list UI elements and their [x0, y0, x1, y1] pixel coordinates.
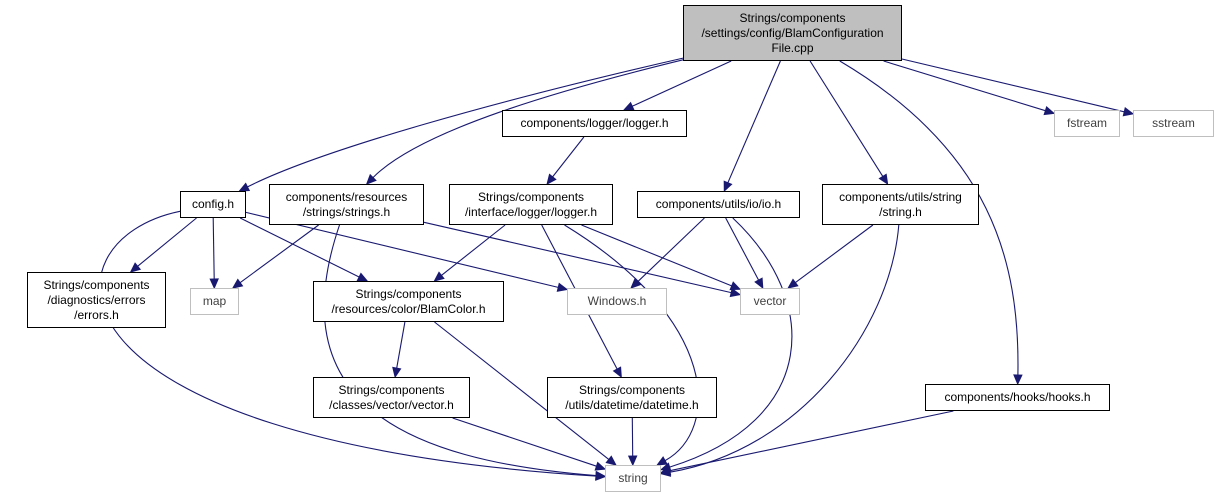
- arrowhead-logger_h-to-iface_logger_h: [546, 173, 557, 185]
- arrowhead-config_h-to-windows_h: [556, 282, 569, 292]
- edge-iface_logger_h-to-blamcolor_h: [441, 224, 506, 276]
- node-datetime-h[interactable]: Strings/components /utils/datetime/datet…: [547, 377, 717, 418]
- arrowhead-root-to-logger_h: [622, 101, 635, 111]
- node-blamcolor-h[interactable]: Strings/components /resources/color/Blam…: [313, 281, 504, 322]
- edge-root-to-hooks_h: [839, 60, 1019, 376]
- arrowhead-config_h-to-blamcolor_h: [356, 272, 369, 282]
- edge-logger_h-to-iface_logger_h: [552, 136, 585, 178]
- node-errors-h[interactable]: Strings/components /diagnostics/errors /…: [27, 272, 166, 328]
- node-vector-h[interactable]: Strings/components /classes/vector/vecto…: [313, 377, 470, 418]
- edge-string_h-to-string: [669, 224, 900, 473]
- arrowhead-root-to-sstream: [1122, 107, 1135, 117]
- edge-string_h-to-vector: [795, 224, 874, 284]
- edge-config_h-to-string: [99, 210, 597, 477]
- arrowhead-hooks_h-to-string: [659, 465, 672, 476]
- arrowhead-blamcolor_h-to-string: [605, 455, 617, 466]
- edge-root-to-config_h: [247, 57, 684, 188]
- node-fstream: fstream: [1054, 110, 1120, 137]
- edge-strings_h-to-map: [239, 224, 319, 284]
- edge-strings_h-to-string: [323, 224, 597, 477]
- edge-vector_h-to-string: [452, 417, 597, 467]
- edge-config_h-to-map: [212, 217, 215, 280]
- arrowhead-root-to-string_h: [878, 173, 889, 186]
- arrowhead-iface_logger_h-to-vector: [729, 281, 742, 291]
- node-vector: vector: [740, 288, 800, 315]
- arrowhead-strings_h-to-vector: [729, 287, 742, 298]
- edge-root-to-string_h: [809, 60, 884, 177]
- node-config-h[interactable]: config.h: [180, 191, 246, 218]
- edge-blamcolor_h-to-string: [434, 321, 610, 460]
- edge-io_h-to-vector: [725, 217, 760, 281]
- edge-config_h-to-errors_h: [137, 217, 197, 267]
- arrowhead-string_h-to-vector: [787, 278, 799, 289]
- arrowhead-vector_h-to-string: [594, 461, 607, 471]
- arrowhead-datetime_h-to-string: [627, 455, 638, 467]
- edge-io_h-to-string: [669, 217, 793, 468]
- arrowhead-root-to-hooks_h: [1013, 374, 1023, 386]
- arrowhead-iface_logger_h-to-blamcolor_h: [433, 271, 445, 282]
- edge-root-to-strings_h: [372, 59, 684, 178]
- edge-root-to-sstream: [901, 58, 1125, 113]
- edge-root-to-fstream: [883, 60, 1046, 112]
- node-string: string: [605, 465, 661, 492]
- edge-blamcolor_h-to-vector_h: [396, 321, 406, 369]
- node-interface-logger-h[interactable]: Strings/components /interface/logger/log…: [449, 184, 613, 225]
- node-root[interactable]: Strings/components /settings/config/Blam…: [683, 5, 902, 61]
- arrowhead-root-to-config_h: [238, 182, 251, 192]
- node-windows-h: Windows.h: [567, 288, 667, 315]
- arrowhead-strings_h-to-map: [231, 278, 244, 289]
- arrowhead-iface_logger_h-to-datetime_h: [612, 366, 622, 379]
- edge-iface_logger_h-to-vector: [581, 224, 732, 287]
- arrowhead-io_h-to-windows_h: [630, 277, 642, 289]
- arrowhead-iface_logger_h-to-string: [656, 456, 668, 466]
- edge-iface_logger_h-to-string: [564, 224, 699, 462]
- arrowhead-root-to-fstream: [1043, 106, 1056, 116]
- arrowhead-blamcolor_h-to-vector_h: [392, 366, 402, 379]
- node-strings-h[interactable]: components/resources /strings/strings.h: [269, 184, 424, 225]
- edge-hooks_h-to-string: [669, 410, 954, 472]
- edge-strings_h-to-vector: [423, 221, 732, 294]
- edge-io_h-to-windows_h: [637, 217, 705, 283]
- node-string-h[interactable]: components/utils/string /string.h: [822, 184, 979, 225]
- node-hooks-h[interactable]: components/hooks/hooks.h: [925, 384, 1110, 411]
- node-logger-h[interactable]: components/logger/logger.h: [502, 110, 687, 137]
- arrowhead-root-to-strings_h: [365, 173, 377, 185]
- arrowhead-io_h-to-vector: [754, 277, 764, 290]
- node-map: map: [190, 288, 239, 315]
- edge-config_h-to-blamcolor_h: [239, 217, 360, 278]
- arrowhead-config_h-to-map: [209, 278, 219, 290]
- arrowhead-root-to-io_h: [723, 180, 733, 193]
- edge-root-to-io_h: [727, 60, 781, 183]
- node-sstream: sstream: [1133, 110, 1214, 137]
- arrowhead-strings_h-to-string: [595, 470, 607, 481]
- node-io-h[interactable]: components/utils/io/io.h: [637, 191, 800, 218]
- arrowhead-config_h-to-errors_h: [129, 262, 142, 273]
- edge-root-to-logger_h: [631, 60, 732, 107]
